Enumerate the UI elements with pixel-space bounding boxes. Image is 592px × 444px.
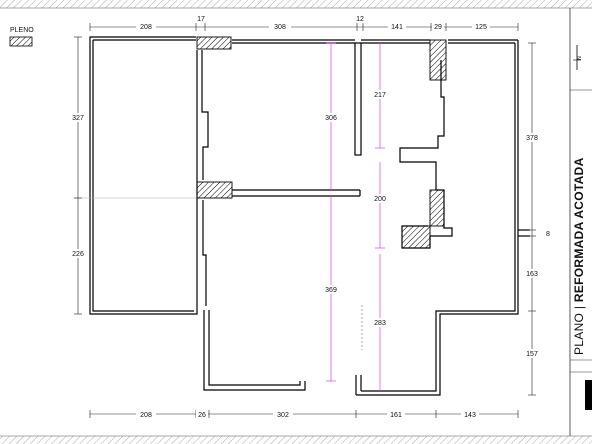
title-prefix: PLANO xyxy=(572,312,586,355)
title-main: REFORMADA ACOTADA xyxy=(572,157,586,303)
title-separator: | xyxy=(572,305,586,310)
dim-inner-3: 369 xyxy=(325,287,337,294)
dim-bottom-0: 208 xyxy=(140,412,152,419)
dim-bottom-4: 143 xyxy=(464,412,476,419)
north-arrow-label: N xyxy=(576,56,583,60)
dim-top-5: 29 xyxy=(434,24,442,31)
dim-top-2: 308 xyxy=(274,24,286,31)
dim-inner-2: 200 xyxy=(374,196,386,203)
legend-label-pleno: PLENO xyxy=(10,27,34,34)
dim-bottom-2: 302 xyxy=(277,412,289,419)
dim-right-3: 157 xyxy=(526,351,538,358)
title-block xyxy=(569,8,592,436)
dim-left-1: 226 xyxy=(72,251,84,258)
dim-bottom-1: 26 xyxy=(198,412,206,419)
pleno-mid-right xyxy=(429,189,445,227)
dim-top-0: 208 xyxy=(140,24,152,31)
sheet-title: PLANO | REFORMADA ACOTADA xyxy=(572,157,586,355)
sheet-border-bottom xyxy=(0,436,592,444)
legend-swatch-pleno xyxy=(9,36,33,47)
pleno-top-right xyxy=(429,39,447,81)
sheet-border-top xyxy=(0,0,592,8)
dim-left-0: 327 xyxy=(72,115,84,122)
dim-inner-1: 306 xyxy=(325,115,337,122)
dim-inner-0: 217 xyxy=(374,92,386,99)
dimension-lines xyxy=(74,23,536,418)
dimension-labels: 208 17 308 12 141 29 125 208 26 302 161 … xyxy=(68,15,550,419)
dim-top-1: 17 xyxy=(197,16,205,23)
dim-bottom-3: 161 xyxy=(390,412,402,419)
dim-inner-4: 283 xyxy=(374,320,386,327)
dim-top-4: 141 xyxy=(391,24,403,31)
dim-right-0: 378 xyxy=(526,135,538,142)
pleno-mid-left xyxy=(196,181,233,199)
dim-top-3: 12 xyxy=(356,16,364,23)
dim-top-6: 125 xyxy=(475,24,487,31)
pleno-lower-right xyxy=(401,225,431,249)
dim-right-2: 163 xyxy=(526,271,538,278)
pleno-top-left xyxy=(196,36,232,50)
walls xyxy=(89,36,530,396)
dim-right-1: 8 xyxy=(546,231,550,238)
